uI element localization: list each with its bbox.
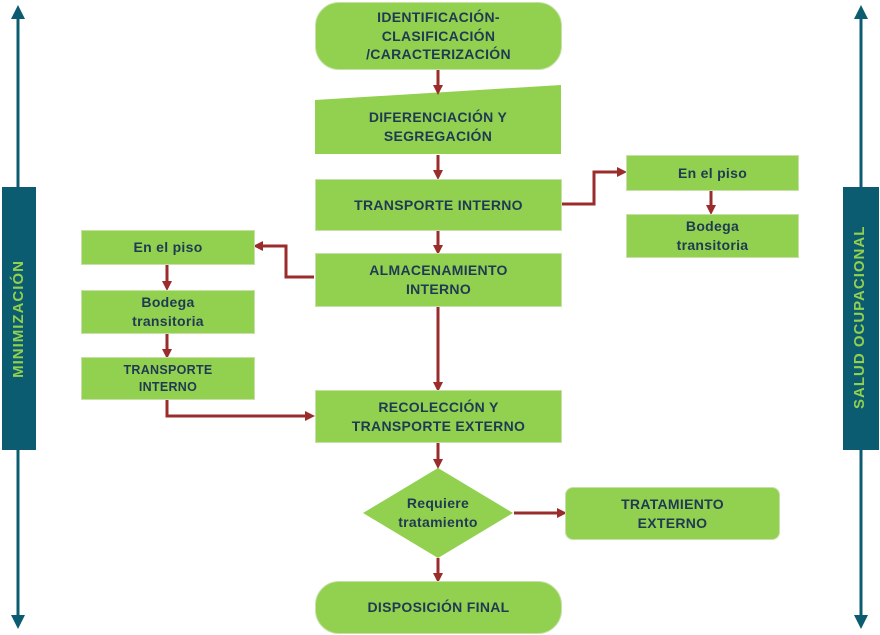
arrow-left-transporte-recoleccion xyxy=(165,400,315,421)
left-en-el-piso-box: En el piso xyxy=(81,230,255,265)
identificacion-box: IDENTIFICACIÓN- CLASIFICACIÓN /CARACTERI… xyxy=(315,2,562,70)
tratamiento-externo-box: TRATAMIENTO EXTERNO xyxy=(565,487,780,540)
arrow-transporte-right-piso xyxy=(562,167,627,206)
left-transporte-interno-box: TRANSPORTE INTERNO xyxy=(81,357,255,400)
disposicion-final-box: DISPOSICIÓN FINAL xyxy=(315,581,562,634)
left-bodega-transitoria-box: Bodega transitoria xyxy=(81,290,255,334)
right-bodega-transitoria-box: Bodega transitoria xyxy=(626,214,799,258)
requiere-tratamiento-label: Requiere tratamiento xyxy=(398,495,478,530)
diferenciacion-label: DIFERENCIACIÓN Y SEGREGACIÓN xyxy=(368,109,508,144)
minimizacion-label: MINIMIZACIÓN xyxy=(10,260,27,378)
left-side-band xyxy=(2,187,36,450)
right-en-el-piso-box: En el piso xyxy=(626,155,799,191)
diferenciacion-shape xyxy=(315,85,561,154)
requiere-tratamiento-diamond xyxy=(363,468,513,558)
salud-ocupacional-label: SALUD OCUPACIONAL xyxy=(851,225,868,409)
almacenamiento-box: ALMACENAMIENTO INTERNO xyxy=(315,253,562,307)
right-side-band xyxy=(843,187,879,450)
arrow-almacenamiento-left-piso xyxy=(253,241,314,279)
recoleccion-box: RECOLECCIÓN Y TRANSPORTE EXTERNO xyxy=(315,390,562,443)
transporte-interno-box: TRANSPORTE INTERNO xyxy=(315,179,562,231)
